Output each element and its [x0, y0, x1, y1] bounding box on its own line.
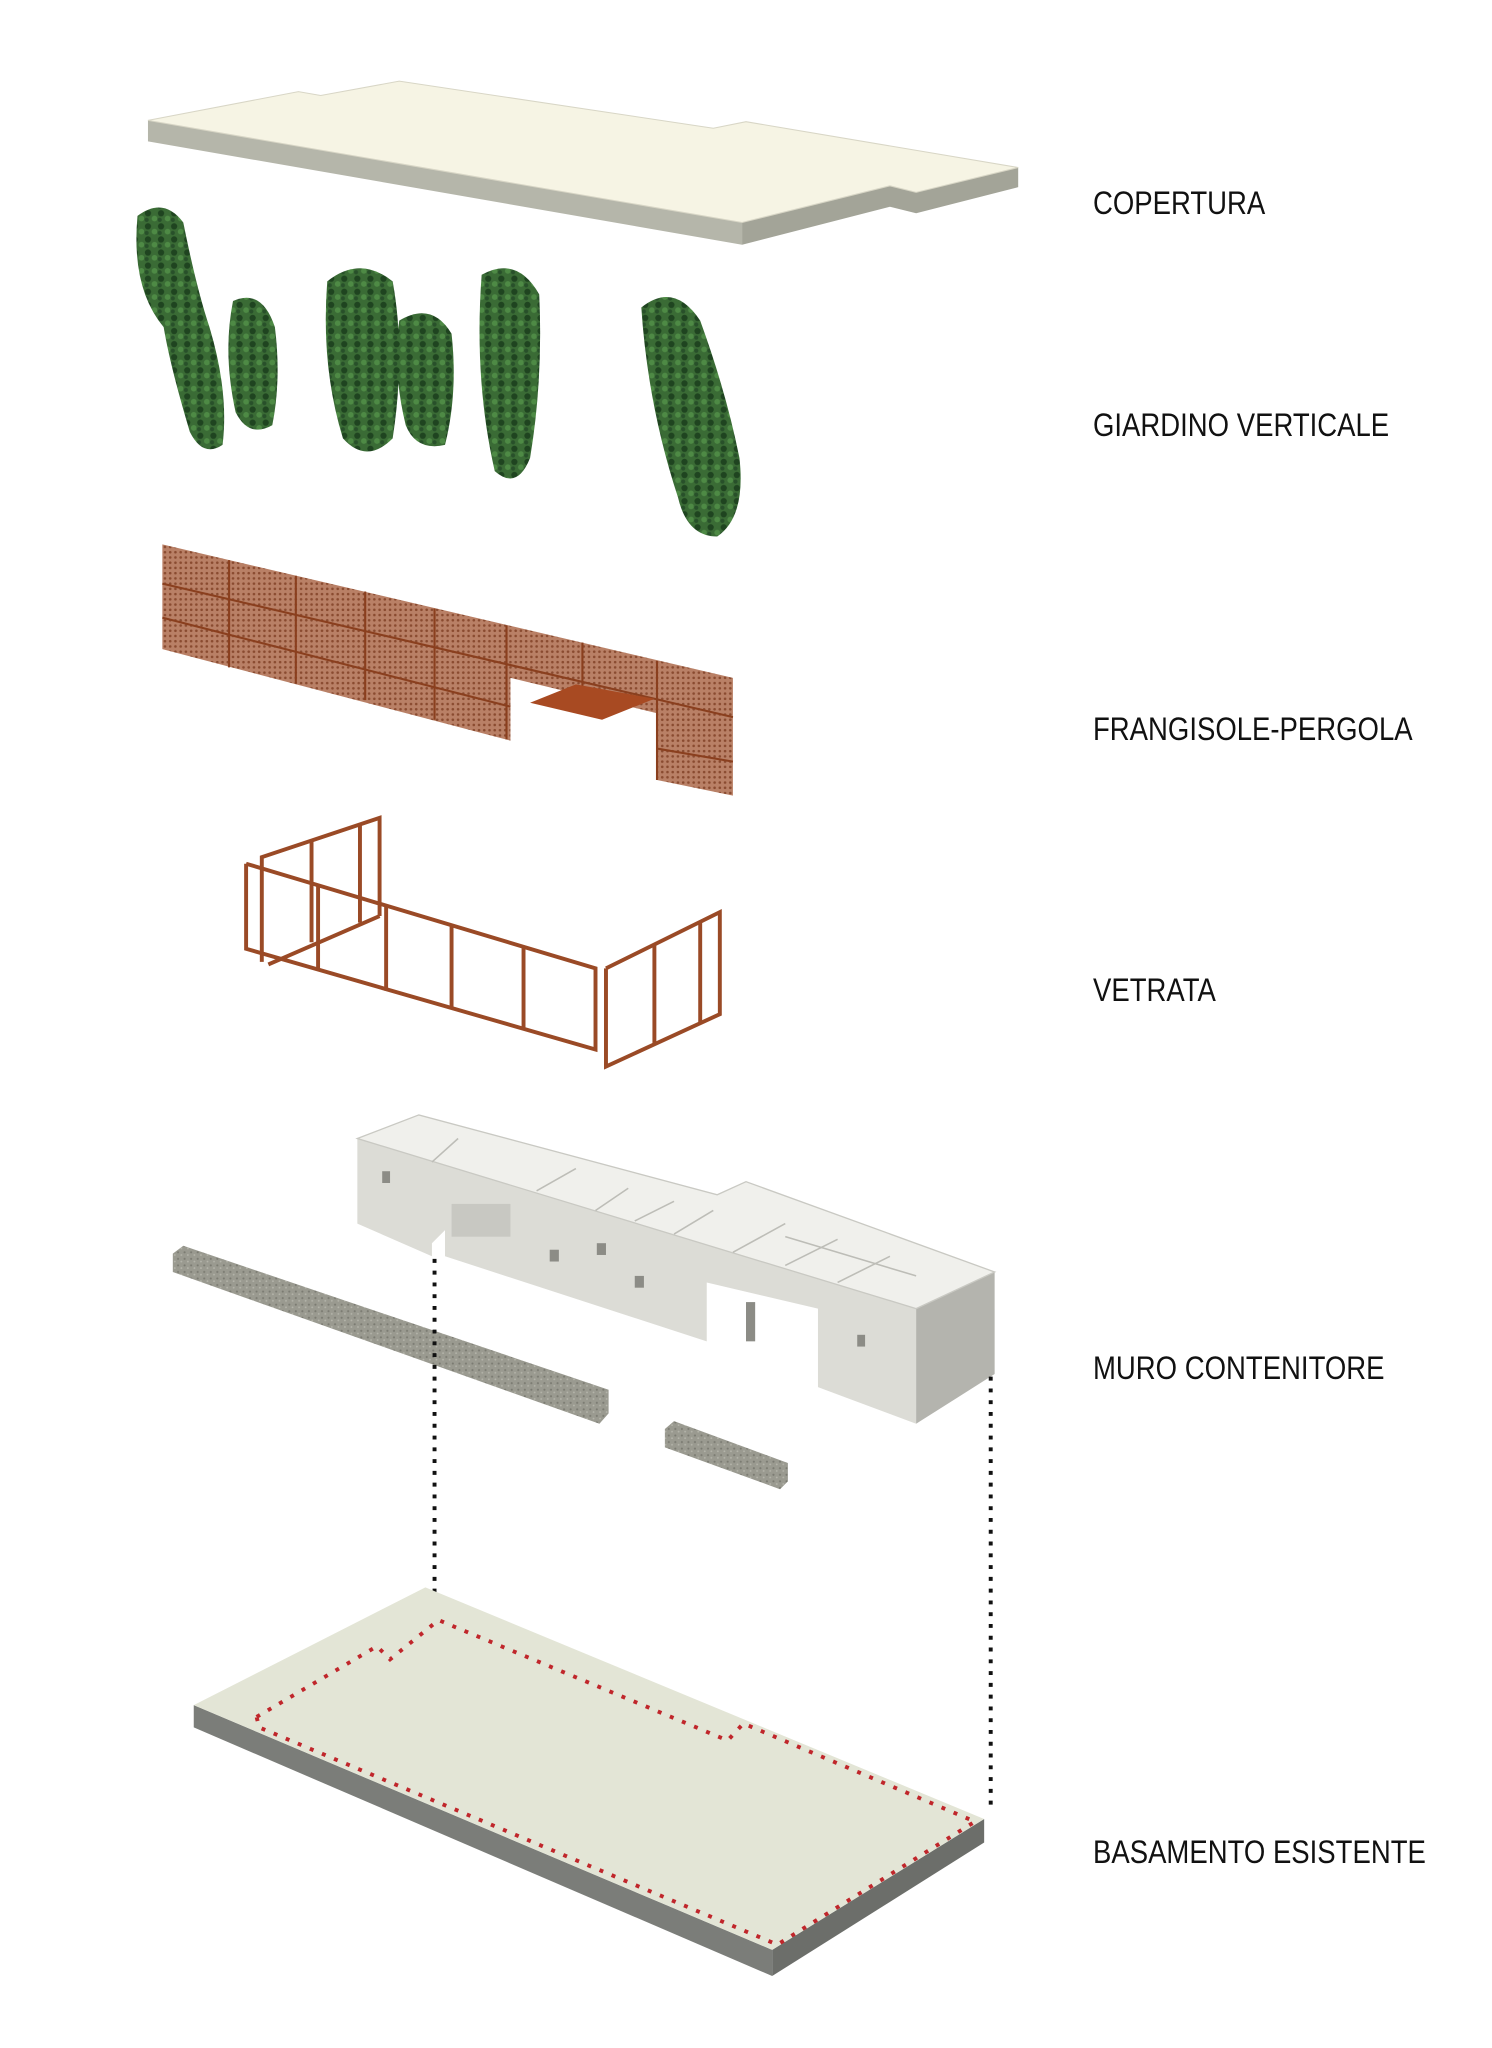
climbing-plant [641, 297, 741, 537]
back-frame [259, 815, 382, 962]
roof-slab [147, 80, 1019, 245]
climbing-plant [325, 268, 400, 452]
glazing-frames [244, 815, 722, 1070]
wall-partitions [431, 1137, 917, 1284]
label-glazing: VETRATA [1093, 972, 1216, 1008]
alignment-guides [432, 1258, 993, 1809]
short-stone-beam [664, 1421, 788, 1490]
climbing-plant [479, 268, 541, 479]
wall-top [355, 1114, 997, 1310]
base-side-right [772, 1818, 985, 1977]
right-frame [604, 908, 722, 1070]
base-side-front [193, 1705, 773, 1977]
pergola-plate [530, 684, 655, 720]
label-roof: COPERTURA [1093, 185, 1266, 221]
existing-base-slab [193, 1587, 985, 1977]
roof-top [147, 80, 1019, 224]
label-vertical-garden: GIARDINO VERTICALE [1093, 407, 1390, 443]
container-wall [355, 1114, 997, 1424]
red-footprint-outline [254, 1617, 980, 1947]
sunscreen-panel [162, 544, 734, 796]
panel-frame-lines [162, 560, 734, 780]
vertical-garden-plants [136, 207, 741, 537]
label-existing-base: BASAMENTO ESISTENTE [1093, 1834, 1426, 1870]
wall-right-face [916, 1271, 995, 1424]
base-top [193, 1587, 985, 1950]
long-stone-beam [172, 1245, 609, 1424]
mesh-panel [162, 544, 733, 796]
label-sunscreen-pergola: FRANGISOLE-PERGOLA [1093, 711, 1413, 747]
label-container-wall: MURO CONTENITORE [1093, 1350, 1385, 1386]
wall-windows [382, 1171, 866, 1347]
roof-side-right [742, 167, 1019, 245]
climbing-plant [136, 207, 225, 450]
climbing-plant [228, 297, 278, 430]
front-frame [244, 861, 598, 1053]
climbing-plant [397, 313, 454, 447]
stone-beams [172, 1245, 788, 1490]
roof-side-front [147, 120, 743, 245]
